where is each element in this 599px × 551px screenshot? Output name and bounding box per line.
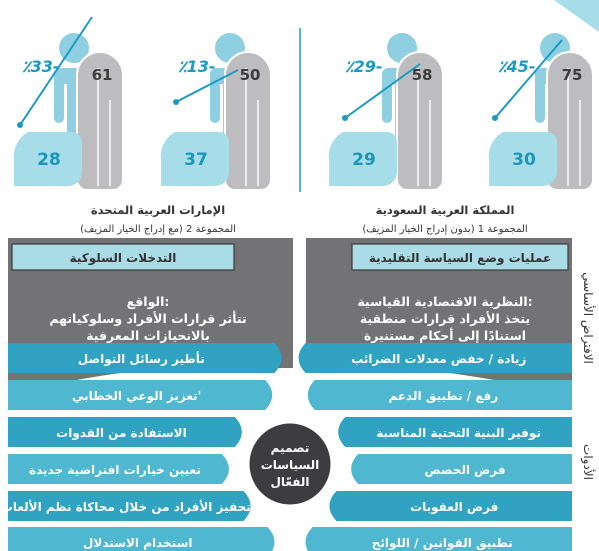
right-tool-row: زيادة / خفض معدلات الضرائب [298, 343, 572, 373]
change-line-dot [492, 115, 498, 121]
right-tool-label: توفير البنية التحتية المناسبة [376, 426, 541, 441]
left-tool-label: تعيين خيارات افتراضية جديدة [29, 463, 201, 477]
left-tool-bar [8, 380, 273, 410]
left-panel-text-3: بالانحيازات المعرفية [86, 328, 210, 343]
left-tool-row: تحفيز الأفراد من خلال محاكاة نظم الألعاب [1, 491, 251, 521]
gray-figure [396, 51, 444, 191]
percent-change: ٪45- [498, 57, 536, 76]
left-panel-header: التدخلات السلوكية [70, 251, 177, 266]
bubble-value: 30 [512, 150, 536, 170]
left-panel-text-1: الواقع: [127, 294, 170, 309]
person-unit: 75 30 ٪45- [488, 33, 594, 191]
percent-change: ٪13- [178, 57, 216, 76]
gray-figure-seam [245, 68, 259, 186]
right-tool-bar [329, 491, 572, 521]
gray-figure [76, 51, 124, 191]
gray-figure-value: 50 [240, 66, 261, 84]
right-tool-label: فرض الحصص [425, 463, 506, 477]
bubble-value: 29 [352, 150, 376, 170]
gray-figure-value: 58 [412, 66, 433, 84]
right-tool-label: زيادة / خفض معدلات الضرائب [351, 352, 526, 366]
left-tool-label: تحفيز الأفراد من خلال محاكاة نظم الألعاب [1, 499, 251, 514]
left-tool-label: تعزيز الوعي الخطابي' [72, 389, 201, 404]
left-tool-label: استخدام الاستدلال [83, 536, 193, 551]
comparison-charts: 61 28 ٪33- 50 37 ٪13- 58 29 ٪29- 75 30 ٪45- [13, 16, 594, 191]
center-label-3: الفعّال [271, 475, 310, 489]
gray-figure-seam [97, 68, 111, 186]
change-line [175, 69, 239, 103]
left-tool-row: تأطير رسائل التواصل [8, 343, 282, 373]
change-line-dot [17, 122, 23, 128]
group-subtitle-ksa: المجموعة 1 (بدون إدراج الخيار المزيف) [362, 224, 527, 235]
left-tool-label: تأطير رسائل التواصل [78, 351, 205, 367]
gray-figure-value: 75 [562, 66, 583, 84]
left-tool-row: استخدام الاستدلال [8, 527, 275, 551]
change-line-dot [173, 99, 179, 105]
gray-figure [546, 51, 594, 191]
right-tool-row: تطبيق القوانين / اللوائح [305, 527, 572, 551]
right-tool-row: توفير البنية التحتية المناسبة [338, 417, 572, 447]
right-tool-bar [307, 380, 572, 410]
change-line [19, 16, 93, 126]
corner-decoration [554, 0, 599, 32]
right-tool-row: فرض الحصص [351, 454, 572, 484]
group-subtitle-uae: المجموعة 2 (مع إدراج الخيار المزيف) [80, 224, 236, 235]
left-tool-bar [8, 527, 275, 551]
left-tool-row: تعزيز الوعي الخطابي' [8, 380, 273, 410]
right-tool-row: رفع / تطبيق الدعم [307, 380, 572, 410]
right-panel-text-1: النظرية الاقتصادية القياسية: [357, 294, 532, 309]
center-label-1: تصميم [271, 441, 310, 455]
left-panel-text-2: تتأثر قرارات الأفراد وسلوكياتهم [49, 310, 246, 326]
left-tool-bar [8, 417, 242, 447]
person-unit: 61 28 ٪33- [13, 16, 124, 191]
gray-figure-value: 61 [92, 66, 113, 84]
left-tool-row: الاستفادة من القدوات [8, 417, 242, 447]
right-panel-header-box [351, 243, 569, 271]
left-tool-bar [8, 343, 282, 373]
change-line [494, 39, 563, 119]
center-label-2: السياسات [261, 458, 320, 472]
right-tool-bar [338, 417, 572, 447]
side-label-assumption: الافتراض الأساسي [580, 272, 596, 364]
country-title-uae: الإمارات العربية المتحدة [91, 203, 225, 217]
right-tool-label: تطبيق القوانين / اللوائح [372, 536, 513, 551]
change-line [344, 63, 421, 119]
left-tool-bar [8, 454, 229, 484]
change-line-dot [342, 115, 348, 121]
right-tool-bar [298, 343, 572, 373]
left-tool-row: تعيين خيارات افتراضية جديدة [8, 454, 229, 484]
percent-change: ٪33- [22, 57, 60, 76]
gray-figure-seam [567, 68, 581, 186]
left-tool-label: الاستفادة من القدوات [56, 426, 187, 441]
side-label-tools: الأدوات [580, 444, 596, 480]
right-panel-text-2: يتخذ الأفراد قرارات منطقية [360, 311, 530, 326]
gray-figure [224, 51, 272, 191]
right-tool-label: فرض العقوبات [410, 500, 498, 515]
left-panel-header-box [11, 243, 235, 271]
tool-bars: تأطير رسائل التواصل تعزيز الوعي الخطابي' ا… [1, 343, 572, 551]
right-tool-bar [305, 527, 572, 551]
person-unit: 58 29 ٪29- [328, 33, 444, 191]
bubble-value: 28 [37, 150, 61, 170]
right-panel-header: عمليات وضع السياسة التقليدية [369, 251, 551, 266]
center-circle [246, 420, 334, 508]
person-unit: 50 37 ٪13- [160, 33, 272, 191]
gray-figure-seam [417, 68, 431, 186]
bubble-value: 37 [184, 150, 208, 170]
right-panel-text-3: استنادًا إلى أحكام مستنيرة [364, 327, 526, 344]
percent-change: ٪29- [345, 57, 383, 76]
left-tool-bar [8, 491, 251, 521]
country-title-ksa: المملكة العربية السعودية [376, 203, 515, 218]
right-tool-label: رفع / تطبيق الدعم [388, 389, 498, 403]
right-tool-row: فرض العقوبات [329, 491, 572, 521]
right-tool-bar [351, 454, 572, 484]
